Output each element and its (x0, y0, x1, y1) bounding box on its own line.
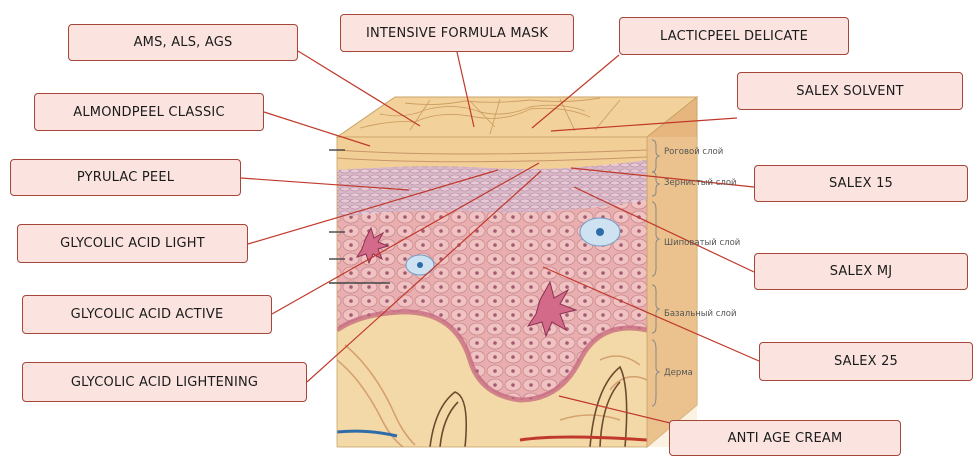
label-glycolic-acid-lightening: GLYCOLIC ACID LIGHTENING (22, 362, 307, 402)
layer-label-granular: Зернистый слой (664, 178, 737, 188)
label-salex-mj: SALEX MJ (754, 253, 968, 290)
label-intensive-formula-mask: INTENSIVE FORMULA MASK (340, 14, 574, 52)
label-glycolic-acid-active: GLYCOLIC ACID ACTIVE (22, 295, 272, 334)
label-almondpeel-classic: ALMONDPEEL CLASSIC (34, 93, 264, 131)
label-salex-25: SALEX 25 (759, 342, 973, 381)
label-ams-als-ags: AMS, ALS, AGS (68, 24, 298, 61)
layer-label-horny: Роговой слой (664, 147, 723, 157)
label-salex-solvent: SALEX SOLVENT (737, 72, 963, 110)
skin-front-face (337, 137, 647, 450)
label-glycolic-acid-light: GLYCOLIC ACID LIGHT (17, 224, 248, 263)
label-salex-15: SALEX 15 (754, 165, 968, 202)
layer-label-basal: Базальный слой (664, 309, 737, 319)
skin-top-surface (337, 97, 697, 137)
layer-label-spinous: Шиповатый слой (664, 238, 740, 248)
label-anti-age-cream: ANTI AGE CREAM (669, 420, 901, 456)
layer-label-dermis: Дерма (664, 368, 693, 378)
label-pyrulac-peel: PYRULAC PEEL (10, 159, 241, 196)
label-lacticpeel-delicate: LACTICPEEL DELICATE (619, 17, 849, 55)
